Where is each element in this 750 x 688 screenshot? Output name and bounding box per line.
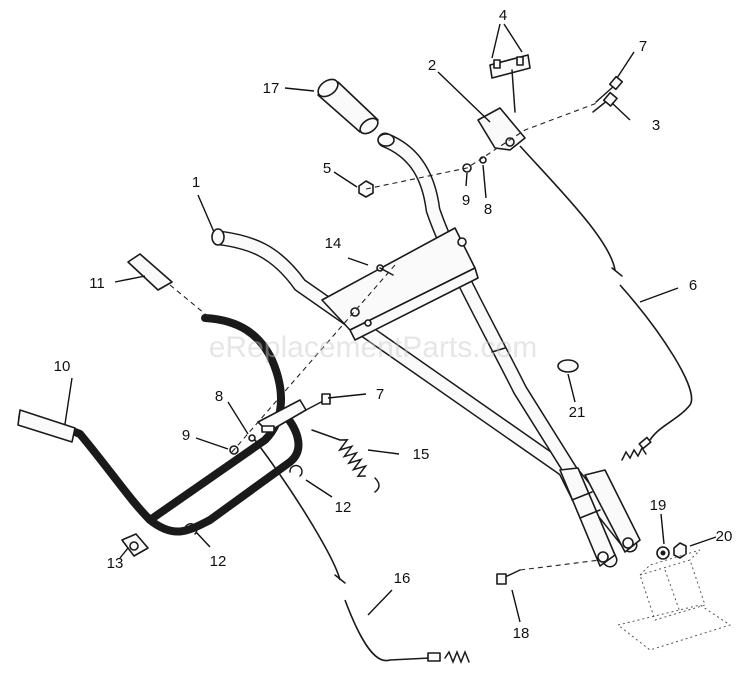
callout-labels: 1 2 3 4 5 6 7 7 8 8 9 9 10 11 12 12 13 1… xyxy=(54,7,733,642)
tiller-base-reference xyxy=(616,549,732,651)
callout-17: 17 xyxy=(263,80,280,97)
callout-9-upper: 9 xyxy=(462,192,470,209)
callout-11: 11 xyxy=(89,275,105,292)
callout-9-lower: 9 xyxy=(182,427,190,444)
grip-sleeve xyxy=(317,78,379,135)
leader-lines xyxy=(64,23,717,623)
upper-cable xyxy=(519,145,693,461)
control-lever xyxy=(17,314,307,536)
callout-4: 4 xyxy=(499,7,507,24)
callout-10: 10 xyxy=(54,358,71,375)
callout-21: 21 xyxy=(569,404,586,421)
callout-7-lower: 7 xyxy=(376,386,384,403)
callout-18: 18 xyxy=(513,625,530,642)
callout-7-upper: 7 xyxy=(639,38,647,55)
callout-20: 20 xyxy=(716,528,733,545)
bolt-upper-3 xyxy=(592,91,618,113)
callout-5: 5 xyxy=(323,160,331,177)
callout-1: 1 xyxy=(192,174,200,191)
bolt-upper-7 xyxy=(595,75,624,103)
clip-21 xyxy=(557,359,579,373)
lever-grip xyxy=(127,253,173,291)
callout-19: 19 xyxy=(650,497,667,514)
callout-15: 15 xyxy=(413,446,430,463)
small-bolt xyxy=(491,347,506,353)
lower-cable xyxy=(254,439,470,665)
callout-8-upper: 8 xyxy=(484,201,492,218)
washer-8-upper xyxy=(479,156,487,164)
cable-bracket xyxy=(477,54,531,151)
washer-8-lower xyxy=(248,434,256,442)
left-grip-end xyxy=(211,228,225,246)
clip-12-right xyxy=(289,464,303,477)
watermark: eReplacementParts.com xyxy=(209,331,537,364)
callout-16: 16 xyxy=(394,570,411,587)
callout-6: 6 xyxy=(689,277,697,294)
callout-13: 13 xyxy=(107,555,124,572)
callout-14: 14 xyxy=(325,235,342,252)
callout-3: 3 xyxy=(652,117,660,134)
spring-15 xyxy=(311,429,380,493)
control-panel xyxy=(321,227,479,341)
callout-8-lower: 8 xyxy=(215,388,223,405)
bolt-18 xyxy=(496,569,521,585)
callout-12-right: 12 xyxy=(335,499,352,516)
clamp-13 xyxy=(121,533,149,557)
bolt-lower-7 xyxy=(305,393,331,411)
callout-12-lower: 12 xyxy=(210,553,227,570)
right-grip-end xyxy=(377,133,395,147)
callout-2: 2 xyxy=(428,57,436,74)
